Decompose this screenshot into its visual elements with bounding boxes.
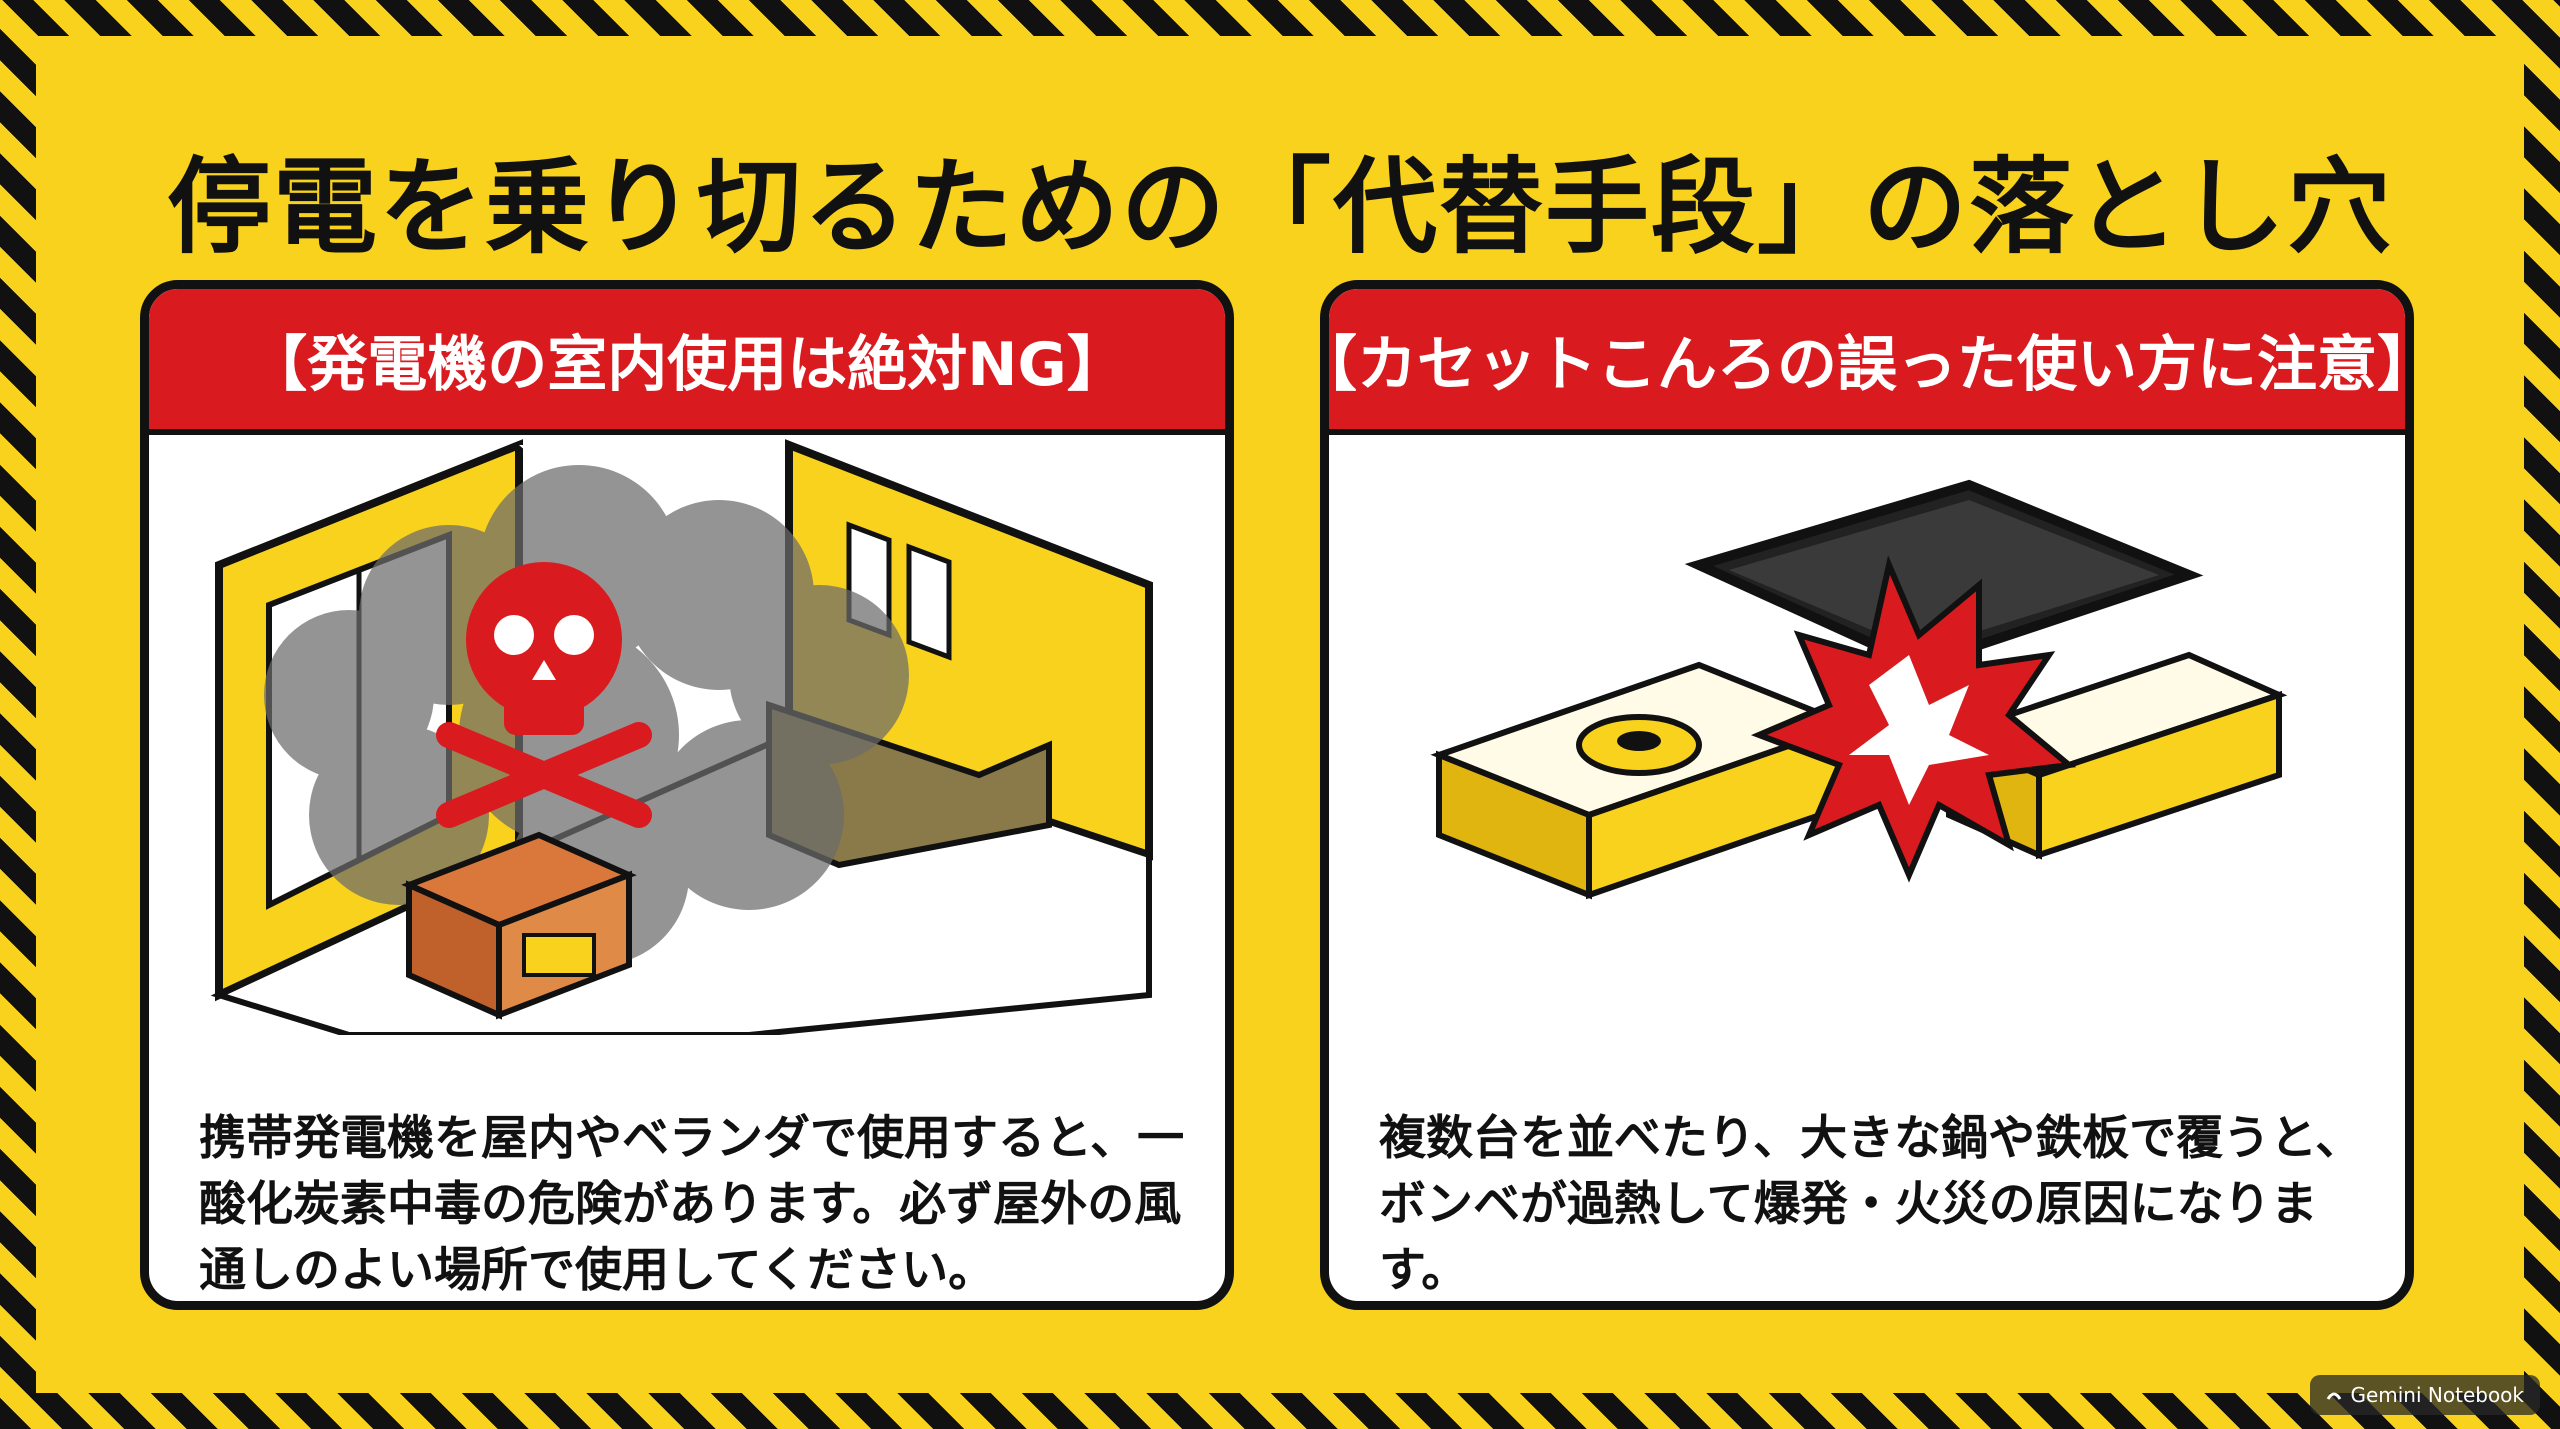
panel-body-cassette-stove: 複数台を並べたり、大きな鍋や鉄板で覆うと、ボンベが過熱して爆発・火災の原因になり… xyxy=(1379,1111,2363,1298)
watermark-text: Gemini Notebook xyxy=(2350,1383,2524,1407)
explosion-burst-icon xyxy=(1750,555,2077,883)
skull-crossbones-icon xyxy=(436,562,652,828)
griddle-plate-icon xyxy=(1684,479,2204,671)
page-title: 停電を乗り切るための「代替手段」の落とし穴 xyxy=(166,146,2393,269)
panel-header-cassette-stove: 【カセットこんろの誤った使い方に注意】 xyxy=(1329,289,2405,435)
cassette-stove-left-icon xyxy=(1430,661,1858,900)
panel-cassette-stove-warning: 【カセットこんろの誤った使い方に注意】 複数台を並べたり、大きな鍋や鉄板で覆うと… xyxy=(1320,280,2414,1310)
panel-header-generator: 【発電機の室内使用は絶対NG】 xyxy=(149,289,1225,435)
cassette-stove-illustration xyxy=(1430,479,2288,900)
notebook-logo-icon xyxy=(2327,1392,2342,1400)
generator-room-illustration xyxy=(210,439,1153,1035)
panel-body-generator: 携帯発電機を屋内やベランダで使用すると、一酸化炭素中毒の危険があります。必ず屋外… xyxy=(199,1111,1185,1298)
portable-generator-icon xyxy=(401,831,637,1020)
watermark-badge: Gemini Notebook xyxy=(2310,1375,2540,1415)
panel-generator-warning: 【発電機の室内使用は絶対NG】 xyxy=(140,280,1234,1310)
